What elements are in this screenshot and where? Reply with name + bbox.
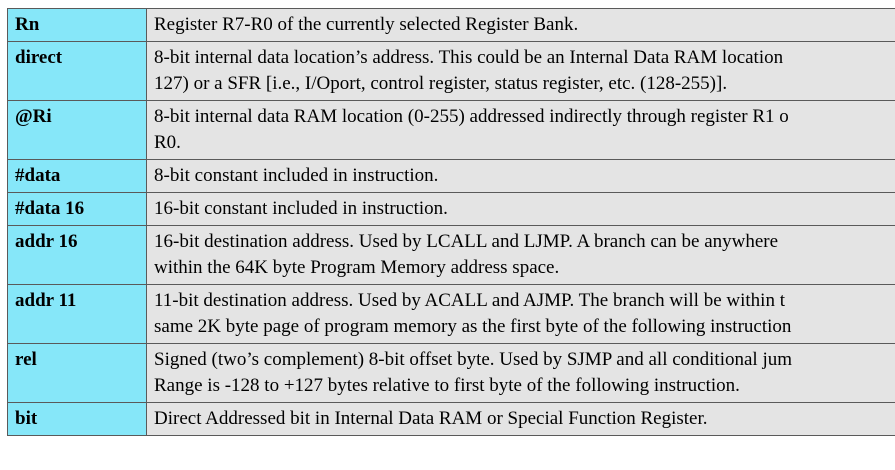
- description-line: within the 64K byte Program Memory addre…: [154, 257, 560, 278]
- term-cell: addr 16: [7, 225, 147, 285]
- description-line: 127) or a SFR [i.e., I/Oport, control re…: [154, 73, 728, 94]
- description-cell: Register R7-R0 of the currently selected…: [146, 8, 895, 42]
- table-row: #data 16 16-bit constant included in ins…: [7, 192, 895, 226]
- description-line: 16-bit destination address. Used by LCAL…: [154, 231, 779, 252]
- table-row: #data 8-bit constant included in instruc…: [7, 159, 895, 193]
- description-line: Register R7-R0 of the currently selected…: [154, 14, 579, 35]
- description-line: same 2K byte page of program memory as t…: [154, 316, 792, 337]
- description-line: 16-bit constant included in instruction.: [154, 198, 448, 219]
- description-line: Direct Addressed bit in Internal Data RA…: [154, 408, 708, 429]
- description-cell: 8-bit internal data RAM location (0-255)…: [146, 100, 895, 160]
- table-row: addr 11 11-bit destination address. Used…: [7, 284, 895, 344]
- table-row: bit Direct Addressed bit in Internal Dat…: [7, 402, 895, 436]
- term-cell: @Ri: [7, 100, 147, 160]
- description-cell: 16-bit constant included in instruction.: [146, 192, 895, 226]
- term-cell: addr 11: [7, 284, 147, 344]
- table-row: rel Signed (two’s complement) 8-bit offs…: [7, 343, 895, 403]
- description-cell: 16-bit destination address. Used by LCAL…: [146, 225, 895, 285]
- term-cell: rel: [7, 343, 147, 403]
- operand-notation-table: Rn Register R7-R0 of the currently selec…: [7, 8, 895, 436]
- term-cell: Rn: [7, 8, 147, 42]
- description-cell: Signed (two’s complement) 8-bit offset b…: [146, 343, 895, 403]
- description-line: Range is -128 to +127 bytes relative to …: [154, 375, 740, 396]
- description-line: 8-bit internal data location’s address. …: [154, 47, 784, 68]
- term-cell: #data: [7, 159, 147, 193]
- table-row: Rn Register R7-R0 of the currently selec…: [7, 8, 895, 42]
- description-line: 8-bit internal data RAM location (0-255)…: [154, 106, 789, 127]
- description-cell: Direct Addressed bit in Internal Data RA…: [146, 402, 895, 436]
- description-line: 11-bit destination address. Used by ACAL…: [154, 290, 785, 311]
- description-line: Signed (two’s complement) 8-bit offset b…: [154, 349, 793, 370]
- table-row: @Ri 8-bit internal data RAM location (0-…: [7, 100, 895, 160]
- description-line: R0.: [154, 132, 181, 153]
- description-line: 8-bit constant included in instruction.: [154, 165, 439, 186]
- description-cell: 11-bit destination address. Used by ACAL…: [146, 284, 895, 344]
- table-row: addr 16 16-bit destination address. Used…: [7, 225, 895, 285]
- description-cell: 8-bit constant included in instruction.: [146, 159, 895, 193]
- term-cell: #data 16: [7, 192, 147, 226]
- table-row: direct 8-bit internal data location’s ad…: [7, 41, 895, 101]
- term-cell: direct: [7, 41, 147, 101]
- description-cell: 8-bit internal data location’s address. …: [146, 41, 895, 101]
- term-cell: bit: [7, 402, 147, 436]
